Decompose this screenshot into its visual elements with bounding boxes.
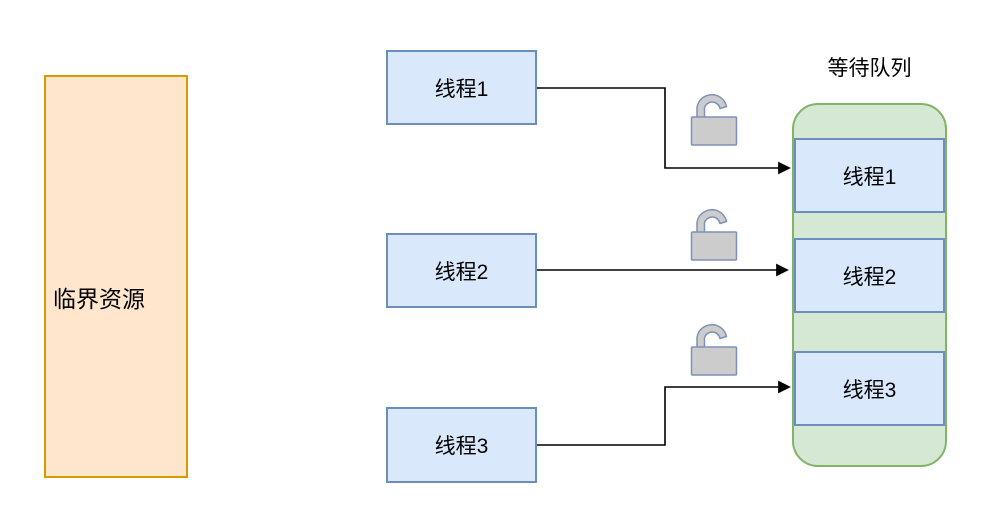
critical-resource-box: 临界资源 — [44, 75, 188, 478]
queue-item3-label: 线程3 — [842, 378, 897, 402]
arrow-thread3-to-queue — [537, 380, 791, 446]
unlock-icon — [690, 323, 738, 376]
thread1-label: 线程1 — [434, 77, 489, 101]
queue-item-thread1: 线程1 — [794, 138, 945, 213]
unlock-icon — [690, 93, 738, 146]
queue-item-thread2: 线程2 — [794, 238, 945, 313]
queue-item2-label: 线程2 — [842, 265, 897, 289]
waiting-queue-title: 等待队列 — [827, 57, 912, 80]
thread3-box: 线程3 — [386, 407, 537, 483]
thread1-box: 线程1 — [386, 50, 537, 125]
waiting-queue-container: 线程1 线程2 线程3 — [792, 103, 947, 467]
thread2-box: 线程2 — [386, 233, 537, 308]
queue-item-thread3: 线程3 — [794, 351, 945, 426]
unlock-icon — [690, 208, 738, 261]
thread3-label: 线程3 — [434, 435, 489, 458]
critical-resource-label: 临界资源 — [53, 286, 145, 312]
arrow-thread1-to-queue — [537, 87, 791, 175]
queue-item1-label: 线程1 — [842, 165, 897, 189]
thread2-label: 线程2 — [434, 260, 489, 284]
